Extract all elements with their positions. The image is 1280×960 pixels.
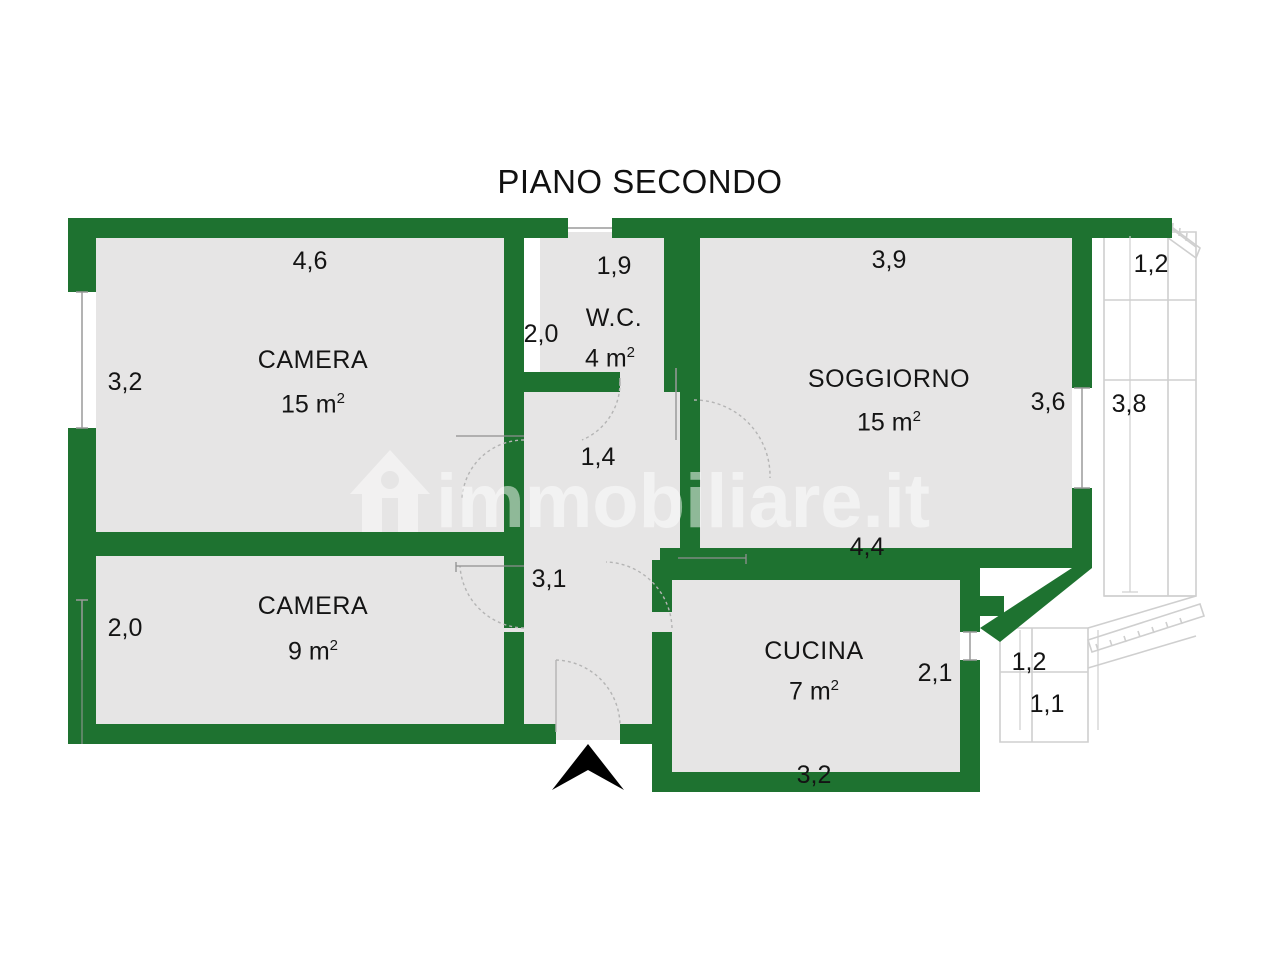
dimension-camera-bottom-height: 2,0 [107,614,143,642]
room-area-unit: 2 [329,637,339,654]
dimension-corridor-wc-width: 1,4 [580,443,616,471]
cucina-fill [672,580,960,772]
dimension-balcony-small-height: 1,1 [1029,690,1065,718]
camera-top-fill [96,232,524,532]
wall-soggiorno-right-upper [1072,218,1092,388]
wall-bottom-left [68,724,556,744]
room-label-soggiorno: SOGGIORNO [807,365,971,393]
wall-wc-bottom [524,372,620,392]
dimension-leaders [1019,236,1138,730]
room-area-value: 15 m [281,390,337,419]
wall-corridor-left-upper [504,218,524,532]
wall-cucina-right [960,660,980,792]
dimension-balcony-right-width: 1,2 [1133,250,1169,278]
room-area-unit: 2 [830,677,840,694]
wc-fill [540,232,664,392]
room-label-camera-bottom: CAMERA [257,592,369,620]
room-label-wc: W.C. [585,304,643,332]
dimension-cucina-bottom: 3,2 [796,761,832,789]
room-label-camera-top: CAMERA [257,346,369,374]
wall-top-wc-left [524,218,568,238]
wall-top-left [68,218,524,238]
wall-soggiorno-bottom [660,548,1072,568]
room-area-value: 9 m [287,637,330,666]
wall-soggiorno-corner-angle [980,568,1092,642]
wall-top-right [612,218,1172,238]
dimension-soggiorno-width: 3,9 [871,246,907,274]
dimension-wc-width: 1,9 [596,252,632,280]
entrance-arrow-icon [552,744,624,790]
wall-corridor-right [680,392,700,556]
dimension-camera-top-width: 4,6 [292,247,328,275]
room-area-unit: 2 [336,390,345,407]
dimension-soggiorno-height: 3,6 [1030,388,1066,416]
page-title: PIANO SECONDO [497,163,783,200]
wall-soggiorno-right-lower [1072,488,1092,568]
room-area-camera-top: 15 m2 [281,390,345,419]
wall-camera-divider [96,532,524,556]
room-area-value: 15 m [857,408,913,437]
soggiorno-fill [700,232,1072,548]
dimension-corridor-width: 3,1 [531,565,567,593]
room-area-unit: 2 [912,408,921,425]
room-label-cucina: CUCINA [764,637,864,665]
dimension-soggiorno-bottom: 4,4 [849,533,885,561]
door-swings [459,378,771,732]
door-jambs [455,435,747,572]
wall-soggiorno-left [680,218,700,376]
wall-corridor-left-mid [504,556,524,628]
room-fills [96,232,1072,772]
room-area-value: 4 m [584,344,627,373]
wall-wc-step [664,372,700,392]
room-area-wc: 4 m2 [585,344,635,373]
wall-lower-right-stub [960,596,1004,616]
room-area-soggiorno: 15 m2 [857,408,921,437]
room-area-cucina: 7 m2 [789,677,839,706]
wall-cucina-left-upper [652,560,672,612]
room-area-unit: 2 [626,344,636,361]
windows [76,227,1090,744]
wall-cucina-bottom [652,772,980,792]
walls [68,218,1172,792]
balcony-lower-right [999,595,1206,743]
dimension-balcony-right-height: 3,8 [1111,390,1147,418]
dimension-wc-height: 2,0 [523,320,559,348]
dimension-cucina-right: 2,1 [917,659,953,687]
dimension-camera-top-height: 3,2 [107,368,143,396]
room-area-value: 7 m [788,677,831,706]
camera-bottom-fill [96,556,524,732]
wall-cucina-left [652,632,672,792]
wall-corridor-left-lower [504,632,524,744]
wall-left-1 [68,218,96,292]
corridor-fill-extra [524,392,564,740]
dimension-balcony-small-width: 1,2 [1011,648,1047,676]
room-area-camera-bottom: 9 m2 [288,637,338,666]
